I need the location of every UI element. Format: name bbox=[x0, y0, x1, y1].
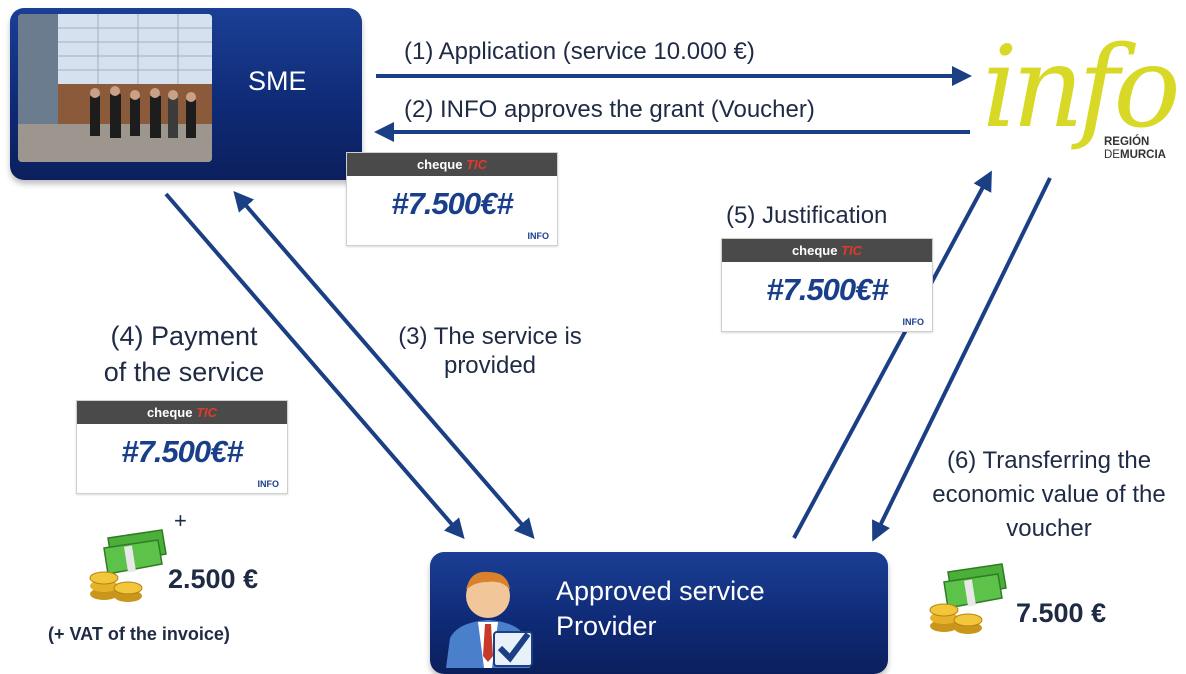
info-logo-region: REGIÓN bbox=[1104, 136, 1150, 148]
step-3-label: (3) The service is provided bbox=[398, 323, 582, 379]
payment-amount: 2.500 € bbox=[168, 564, 259, 594]
voucher-info-logo: INFO bbox=[527, 231, 550, 241]
voucher-header: cheque TIC bbox=[77, 401, 287, 424]
arrow-transfer bbox=[872, 177, 1052, 542]
arrow-justification bbox=[792, 170, 992, 539]
info-logo-murcia: DEMURCIA bbox=[1104, 149, 1166, 161]
sme-label: SME bbox=[248, 66, 307, 96]
plus-sign: + bbox=[174, 508, 187, 533]
voucher-card: cheque TIC #7.500€# INFO bbox=[721, 238, 933, 332]
provider-label: Approved service Provider bbox=[556, 576, 765, 641]
voucher-card: cheque TIC #7.500€# INFO bbox=[346, 152, 558, 246]
voucher-info-logo: INFO bbox=[902, 317, 925, 327]
vat-note: (+ VAT of the invoice) bbox=[48, 624, 230, 644]
money-icon bbox=[929, 563, 1007, 634]
voucher-header: cheque TIC bbox=[722, 239, 932, 262]
money-icon bbox=[89, 529, 167, 602]
voucher-info-logo: INFO bbox=[257, 479, 280, 489]
voucher-amount: #7.500€# bbox=[121, 434, 243, 469]
voucher-amount: #7.500€# bbox=[766, 272, 888, 307]
provider-avatar-icon bbox=[446, 571, 533, 668]
voucher-header: cheque TIC bbox=[347, 153, 557, 176]
step-5-label: (5) Justification bbox=[726, 202, 888, 229]
step-1-label: (1) Application (service 10.000 €) bbox=[404, 38, 755, 65]
info-region-murcia-logo: info REGIÓN DEMURCIA bbox=[982, 32, 1182, 182]
sme-building-photo bbox=[18, 14, 212, 162]
voucher-amount: #7.500€# bbox=[391, 186, 513, 221]
voucher-card: cheque TIC #7.500€# INFO bbox=[76, 400, 288, 494]
transfer-amount: 7.500 € bbox=[1016, 598, 1107, 628]
info-logo-word: info bbox=[982, 23, 1181, 153]
step-4-label: (4) Payment of the service bbox=[103, 321, 265, 387]
step-2-label: (2) INFO approves the grant (Voucher) bbox=[404, 96, 815, 123]
arrow-service-provided bbox=[233, 190, 535, 540]
step-6-label: (6) Transferring the economic value of t… bbox=[932, 447, 1166, 542]
